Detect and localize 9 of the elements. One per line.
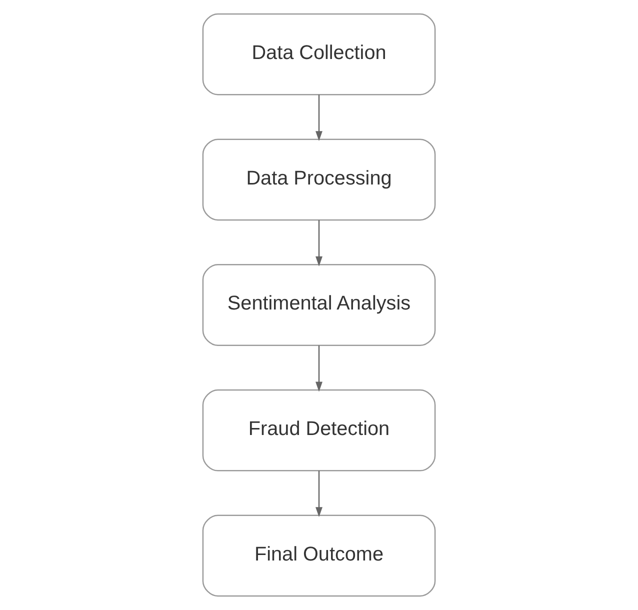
arrow (316, 345, 322, 392)
arrow (316, 470, 322, 518)
arrow (316, 94, 322, 142)
node-box: Final Outcome (202, 514, 436, 597)
node-box: Sentimental Analysis (202, 264, 436, 346)
node-box: Data Collection (202, 13, 436, 96)
node-box: Data Processing (202, 138, 436, 221)
arrow (316, 220, 322, 266)
node-box: Fraud Detection (202, 389, 436, 472)
